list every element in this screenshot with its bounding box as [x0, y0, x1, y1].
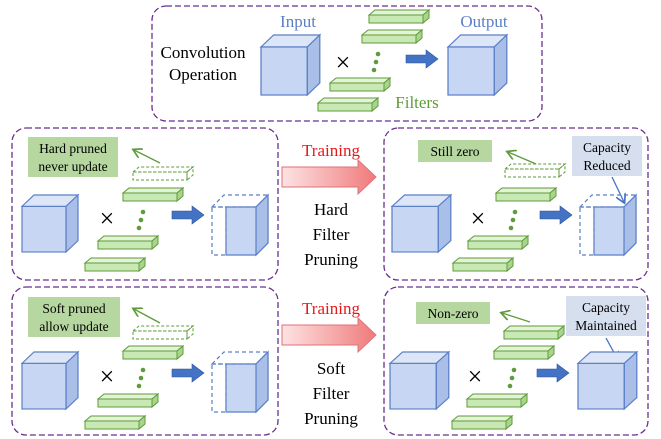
hard-before-frame	[11, 127, 279, 281]
reduced-output-cube	[578, 193, 638, 257]
training-label: Training	[302, 141, 360, 160]
hard-pruned-note-box	[28, 137, 118, 177]
capacity-reduced-note-box	[572, 136, 642, 176]
convolution-frame	[151, 5, 543, 122]
capacity-reduced-line2: Reduced	[583, 158, 630, 173]
soft-pruning-row: Soft pruned allow update × Training Soft…	[11, 286, 649, 436]
filter-slab	[84, 257, 146, 272]
pruned-filter-dashed	[132, 325, 194, 340]
filter-slab	[368, 9, 430, 24]
soft-method-line2: Filter	[313, 384, 350, 403]
hard-method-line1: Hard	[314, 200, 348, 219]
soft-pruned-note-box	[28, 297, 120, 337]
non-zero-note-box	[416, 302, 490, 324]
soft-after-frame	[383, 286, 649, 436]
times-symbol: ×	[468, 362, 483, 391]
filter-slab	[122, 187, 184, 202]
soft-pruned-note-line1: Soft pruned	[42, 301, 106, 316]
convolution-panel: Convolution Operation Input × Output Fil…	[151, 5, 543, 122]
times-symbol: ×	[336, 48, 351, 77]
apply-arrow-icon	[171, 205, 205, 225]
apply-arrow-icon	[539, 205, 573, 225]
filters-label: Filters	[395, 93, 438, 112]
apply-arrow-icon	[171, 363, 205, 383]
hard-method-line3: Pruning	[304, 250, 358, 269]
filter-slab	[467, 235, 529, 250]
convolution-title-line1: Convolution	[160, 43, 246, 62]
filter-slab	[317, 97, 379, 112]
filter-slab	[122, 345, 184, 360]
output-cube	[447, 34, 508, 96]
still-zero-note: Still zero	[430, 144, 479, 159]
still-zero-note-box	[418, 140, 492, 162]
capacity-maintained-line2: Maintained	[575, 318, 637, 333]
pointer-arrow-icon	[611, 176, 624, 202]
soft-before-frame	[11, 286, 279, 436]
soft-pruned-note-line2: allow update	[39, 319, 108, 334]
capacity-reduced-line1: Capacity	[583, 140, 631, 155]
dots-icon	[136, 209, 146, 231]
pointer-arrow-icon	[134, 150, 161, 164]
filter-slab	[451, 415, 513, 430]
pointer-arrow-icon	[502, 313, 531, 323]
hard-method-line2: Filter	[313, 225, 350, 244]
filter-slab	[361, 29, 423, 44]
convolution-title-line2: Operation	[169, 65, 237, 84]
hard-pruned-note-line2: never update	[38, 159, 107, 174]
reduced-output-cube	[210, 193, 270, 257]
filter-slab	[493, 345, 555, 360]
filter-slab	[495, 187, 557, 202]
input-cube	[21, 351, 79, 410]
input-cube	[391, 194, 452, 253]
training-label: Training	[302, 299, 360, 318]
input-cube	[389, 351, 450, 410]
dots-icon	[371, 51, 381, 73]
pruned-filter-dashed	[504, 163, 566, 178]
filter-slab	[84, 415, 146, 430]
maintained-output-cube	[577, 351, 638, 410]
capacity-maintained-line1: Capacity	[582, 300, 630, 315]
non-zero-note: Non-zero	[428, 306, 479, 321]
filter-slab	[466, 393, 528, 408]
input-label: Input	[280, 12, 316, 31]
dots-icon	[136, 367, 146, 389]
times-symbol: ×	[100, 204, 115, 233]
input-cube	[260, 34, 321, 96]
filter-slab	[329, 77, 391, 92]
filter-slab	[97, 393, 159, 408]
apply-arrow-icon	[405, 49, 439, 69]
hard-pruning-row: Hard pruned never update × Training Hard…	[11, 127, 649, 281]
filter-slab	[452, 257, 514, 272]
times-symbol: ×	[100, 362, 115, 391]
soft-method-line1: Soft	[317, 359, 346, 378]
training-arrow-icon	[281, 316, 377, 354]
times-symbol: ×	[471, 204, 486, 233]
apply-arrow-icon	[536, 363, 570, 383]
hard-after-frame	[383, 127, 649, 281]
input-cube	[21, 194, 79, 253]
pointer-arrow-icon	[134, 309, 161, 324]
dots-icon	[508, 209, 518, 231]
dots-icon	[507, 367, 517, 389]
soft-method-line3: Pruning	[304, 409, 358, 428]
filter-slab	[503, 325, 565, 340]
filter-slab	[97, 235, 159, 250]
training-arrow-icon	[281, 158, 377, 196]
pointer-arrow-icon	[508, 152, 537, 165]
output-label: Output	[460, 12, 508, 31]
pruned-filter-dashed	[132, 166, 194, 181]
capacity-maintained-note-box	[566, 296, 646, 336]
hard-pruned-note-line1: Hard pruned	[39, 141, 107, 156]
reduced-output-cube	[210, 350, 270, 414]
